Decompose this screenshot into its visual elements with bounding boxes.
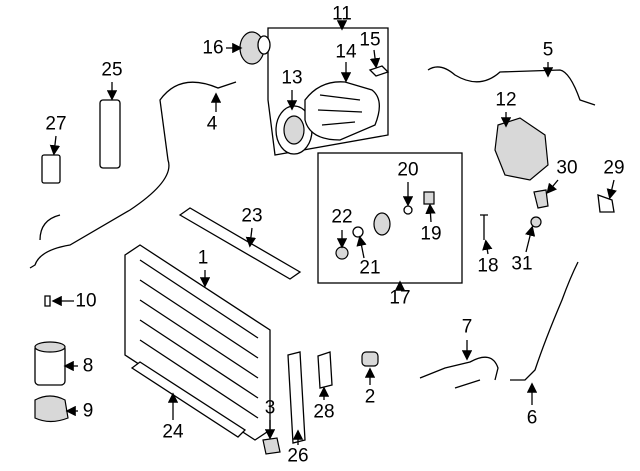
callout-label-11: 11: [332, 4, 352, 25]
o-ring-21: [352, 226, 364, 238]
callout-label-16: 16: [202, 38, 223, 59]
callout-label-26: 26: [287, 446, 308, 467]
callout-label-29: 29: [603, 158, 624, 179]
valve-gasket: [373, 212, 391, 236]
discharge-hose: [29, 81, 237, 269]
callout-leader-21: [356, 235, 367, 259]
seal-27: [41, 154, 61, 184]
lower-seal: [130, 361, 247, 438]
callout-label-6: 6: [527, 408, 538, 429]
callout-label-13: 13: [281, 68, 302, 89]
callout-leader-18: [482, 239, 493, 255]
callout-label-5: 5: [543, 40, 554, 61]
callout-label-14: 14: [335, 42, 357, 63]
sensor-10: [44, 295, 51, 307]
seal-25: [99, 99, 121, 169]
callout-label-21: 21: [359, 258, 380, 279]
bracket-28: [317, 351, 333, 389]
callout-leader-15: [369, 49, 381, 69]
callout-label-25: 25: [101, 60, 122, 81]
bolt-18: [480, 214, 488, 240]
callout-label-20: 20: [397, 160, 418, 181]
bolt-19: [423, 191, 435, 205]
receiver-drier: [34, 341, 66, 386]
callout-label-31: 31: [511, 254, 532, 275]
compressor-group-box: [267, 27, 389, 156]
fittings-group-box: [317, 152, 463, 284]
fitting-30: [533, 189, 549, 209]
callout-leader-30: [546, 179, 559, 194]
callout-label-15: 15: [359, 30, 380, 51]
callout-label-12: 12: [495, 90, 516, 111]
callout-label-10: 10: [75, 291, 96, 312]
callout-label-2: 2: [365, 387, 376, 408]
pressure-switch: [368, 65, 390, 77]
liquid-hose: [510, 261, 579, 381]
bolt-31: [530, 216, 542, 228]
callout-label-30: 30: [556, 158, 577, 179]
callout-label-4: 4: [207, 114, 218, 135]
callout-leader-29: [606, 179, 617, 200]
callouts: 1234567891011121314151617181920212223242…: [45, 4, 624, 467]
suction-hose: [427, 66, 596, 106]
callout-label-28: 28: [313, 402, 334, 423]
callout-label-18: 18: [477, 256, 498, 277]
callout-leader-27: [49, 135, 61, 156]
mount-3: [262, 437, 281, 455]
callout-label-22: 22: [331, 207, 352, 228]
clutch-plate: [239, 31, 271, 65]
pulley: [275, 105, 313, 155]
callout-label-24: 24: [162, 422, 184, 443]
callout-label-23: 23: [241, 206, 262, 227]
upper-seal: [178, 207, 302, 280]
callout-label-1: 1: [198, 248, 209, 269]
callout-label-27: 27: [45, 114, 66, 135]
o-ring-20: [403, 205, 413, 215]
callout-label-3: 3: [265, 398, 276, 419]
compressor: [304, 81, 380, 141]
bracket-29: [597, 194, 615, 213]
callout-label-7: 7: [462, 317, 473, 338]
drier-bracket: [34, 395, 69, 423]
seal-26: [287, 351, 306, 444]
callout-label-19: 19: [420, 224, 441, 245]
callout-leader-31: [525, 225, 536, 253]
callout-leader-19: [425, 203, 436, 223]
liquid-tube: [419, 356, 499, 389]
bushing-2: [361, 351, 379, 367]
nut-22: [335, 246, 349, 260]
callout-label-9: 9: [83, 401, 94, 422]
compressor-bracket: [494, 117, 549, 181]
callout-leader-23: [245, 227, 257, 248]
callout-label-8: 8: [83, 356, 94, 377]
callout-label-17: 17: [389, 288, 410, 309]
